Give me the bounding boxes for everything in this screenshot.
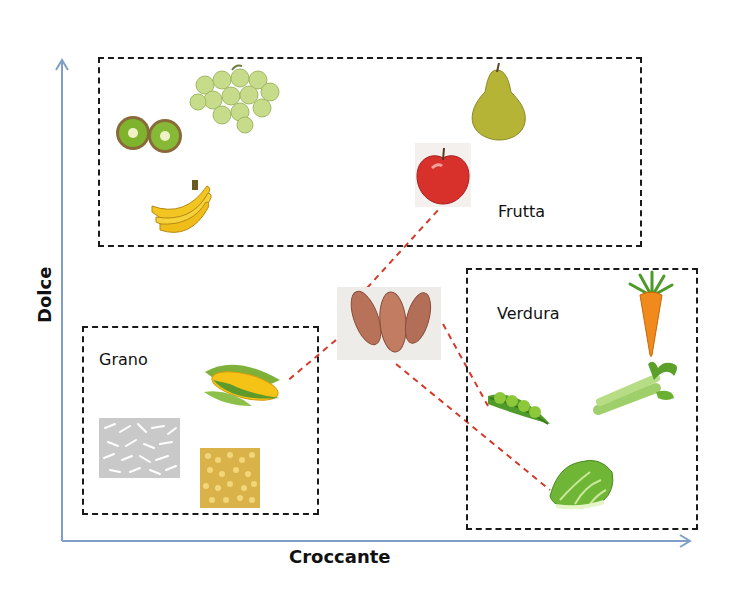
group-title: Verdura	[497, 304, 560, 323]
pear	[472, 63, 525, 140]
group-box: Verdura	[466, 268, 698, 530]
carrot	[630, 272, 672, 357]
kiwi	[116, 116, 182, 153]
bananas	[152, 180, 211, 232]
leader-lines	[286, 208, 550, 490]
sweet-potatoes	[337, 287, 441, 360]
group-box: Frutta	[98, 57, 642, 247]
corn	[204, 365, 281, 406]
lettuce	[550, 460, 613, 508]
apple	[415, 143, 471, 207]
group-box: Grano	[82, 326, 319, 515]
axis-label: Dolce	[34, 267, 56, 323]
millet	[200, 448, 260, 508]
peas	[488, 392, 550, 424]
axes	[56, 60, 690, 547]
label-holder: Croccante	[289, 546, 391, 568]
label-holder: Dolce	[34, 267, 56, 323]
rice	[99, 418, 180, 478]
group-title: Grano	[99, 350, 148, 369]
axis-label: Croccante	[289, 546, 391, 568]
grapes	[190, 66, 279, 134]
group-title: Frutta	[498, 202, 545, 221]
celery	[598, 362, 677, 410]
